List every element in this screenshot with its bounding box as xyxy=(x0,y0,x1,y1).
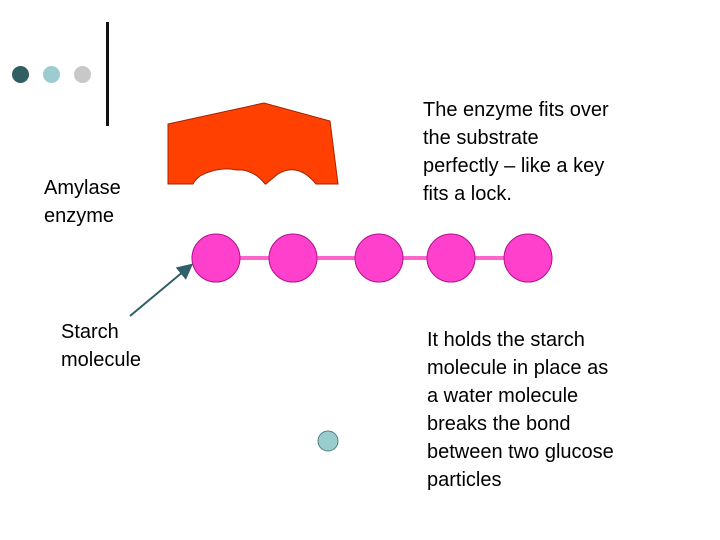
glucose-unit xyxy=(503,233,553,283)
amylase-enzyme-shape xyxy=(167,102,339,185)
decor-divider xyxy=(106,22,109,126)
starch-molecule xyxy=(191,233,553,283)
lock-and-key-caption: The enzyme fits over the substrate perfe… xyxy=(423,99,609,205)
glucose-unit xyxy=(268,233,318,283)
glucose-unit xyxy=(354,233,404,283)
amylase-enzyme-label: Amylase enzyme xyxy=(44,177,121,227)
starch-pointer-arrow xyxy=(129,263,194,317)
starch-molecule-label: Starch molecule xyxy=(61,321,142,371)
water-molecule xyxy=(317,430,339,452)
glucose-unit xyxy=(426,233,476,283)
glucose-unit xyxy=(191,233,241,283)
decor-dot-light xyxy=(43,66,60,83)
bond-breaking-caption: It holds the starch molecule in place as… xyxy=(427,329,614,491)
decor-dot-dark xyxy=(12,66,29,83)
decor-dot-grey xyxy=(74,66,91,83)
